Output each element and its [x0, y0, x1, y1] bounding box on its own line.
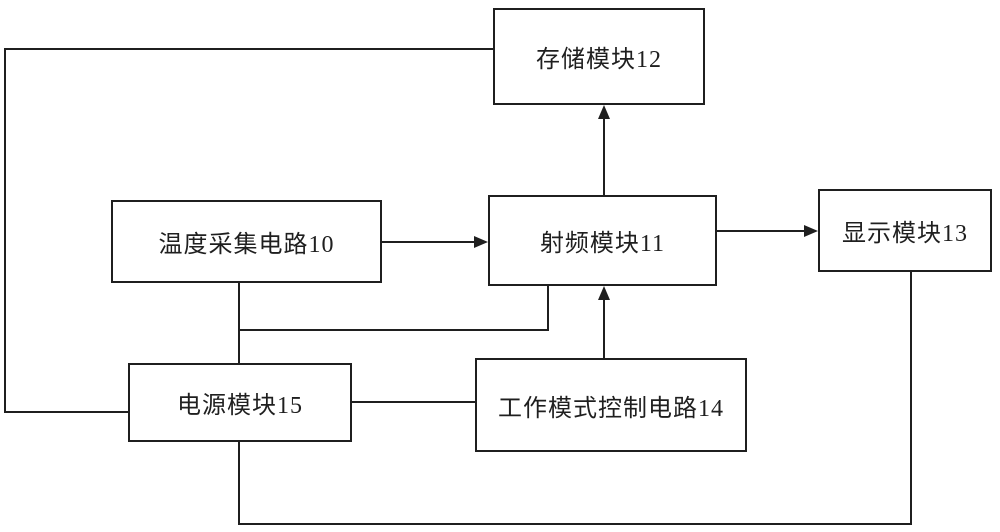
edge-power-to-storage-top-h: [4, 48, 493, 50]
edge-temperature-to-rf-line: [382, 241, 482, 243]
edge-power-branch-to-rf-h: [238, 329, 549, 331]
edge-power-to-display-left-v: [238, 442, 240, 525]
edge-rf-to-storage-line: [603, 111, 605, 195]
edge-power-to-display-bottom-h: [238, 523, 912, 525]
node-power-label: 电源模块15: [177, 393, 303, 419]
edge-temperature-to-power-v: [238, 283, 240, 363]
edge-power-to-storage-left-v: [4, 48, 6, 413]
node-power-module: 电源模块15: [128, 363, 352, 442]
node-work-mode-label: 工作模式控制电路14: [498, 395, 724, 422]
edge-rf-to-display-line: [717, 230, 812, 232]
edge-power-to-workmode-h: [352, 401, 475, 403]
node-work-mode-control-circuit: 工作模式控制电路14: [475, 358, 747, 452]
arrowhead-workmode-to-rf: [598, 286, 610, 300]
node-display-label: 显示模块13: [842, 221, 968, 247]
arrowhead-rf-to-display: [804, 225, 818, 237]
node-temperature-collection-circuit: 温度采集电路10: [111, 200, 382, 283]
node-rf-module: 射频模块11: [488, 195, 717, 286]
edge-power-branch-to-rf-v: [547, 286, 549, 331]
node-rf-label: 射频模块11: [539, 231, 666, 257]
arrowhead-temperature-to-rf: [474, 236, 488, 248]
node-storage-module: 存储模块12: [493, 8, 705, 105]
node-display-module: 显示模块13: [818, 189, 992, 272]
edge-power-to-storage-bottom-h: [4, 411, 128, 413]
edge-workmode-to-rf-line: [603, 292, 605, 358]
arrowhead-rf-to-storage: [598, 105, 610, 119]
node-storage-label: 存储模块12: [536, 47, 662, 73]
node-temperature-label: 温度采集电路10: [158, 232, 335, 258]
edge-power-to-display-right-v: [910, 272, 912, 525]
